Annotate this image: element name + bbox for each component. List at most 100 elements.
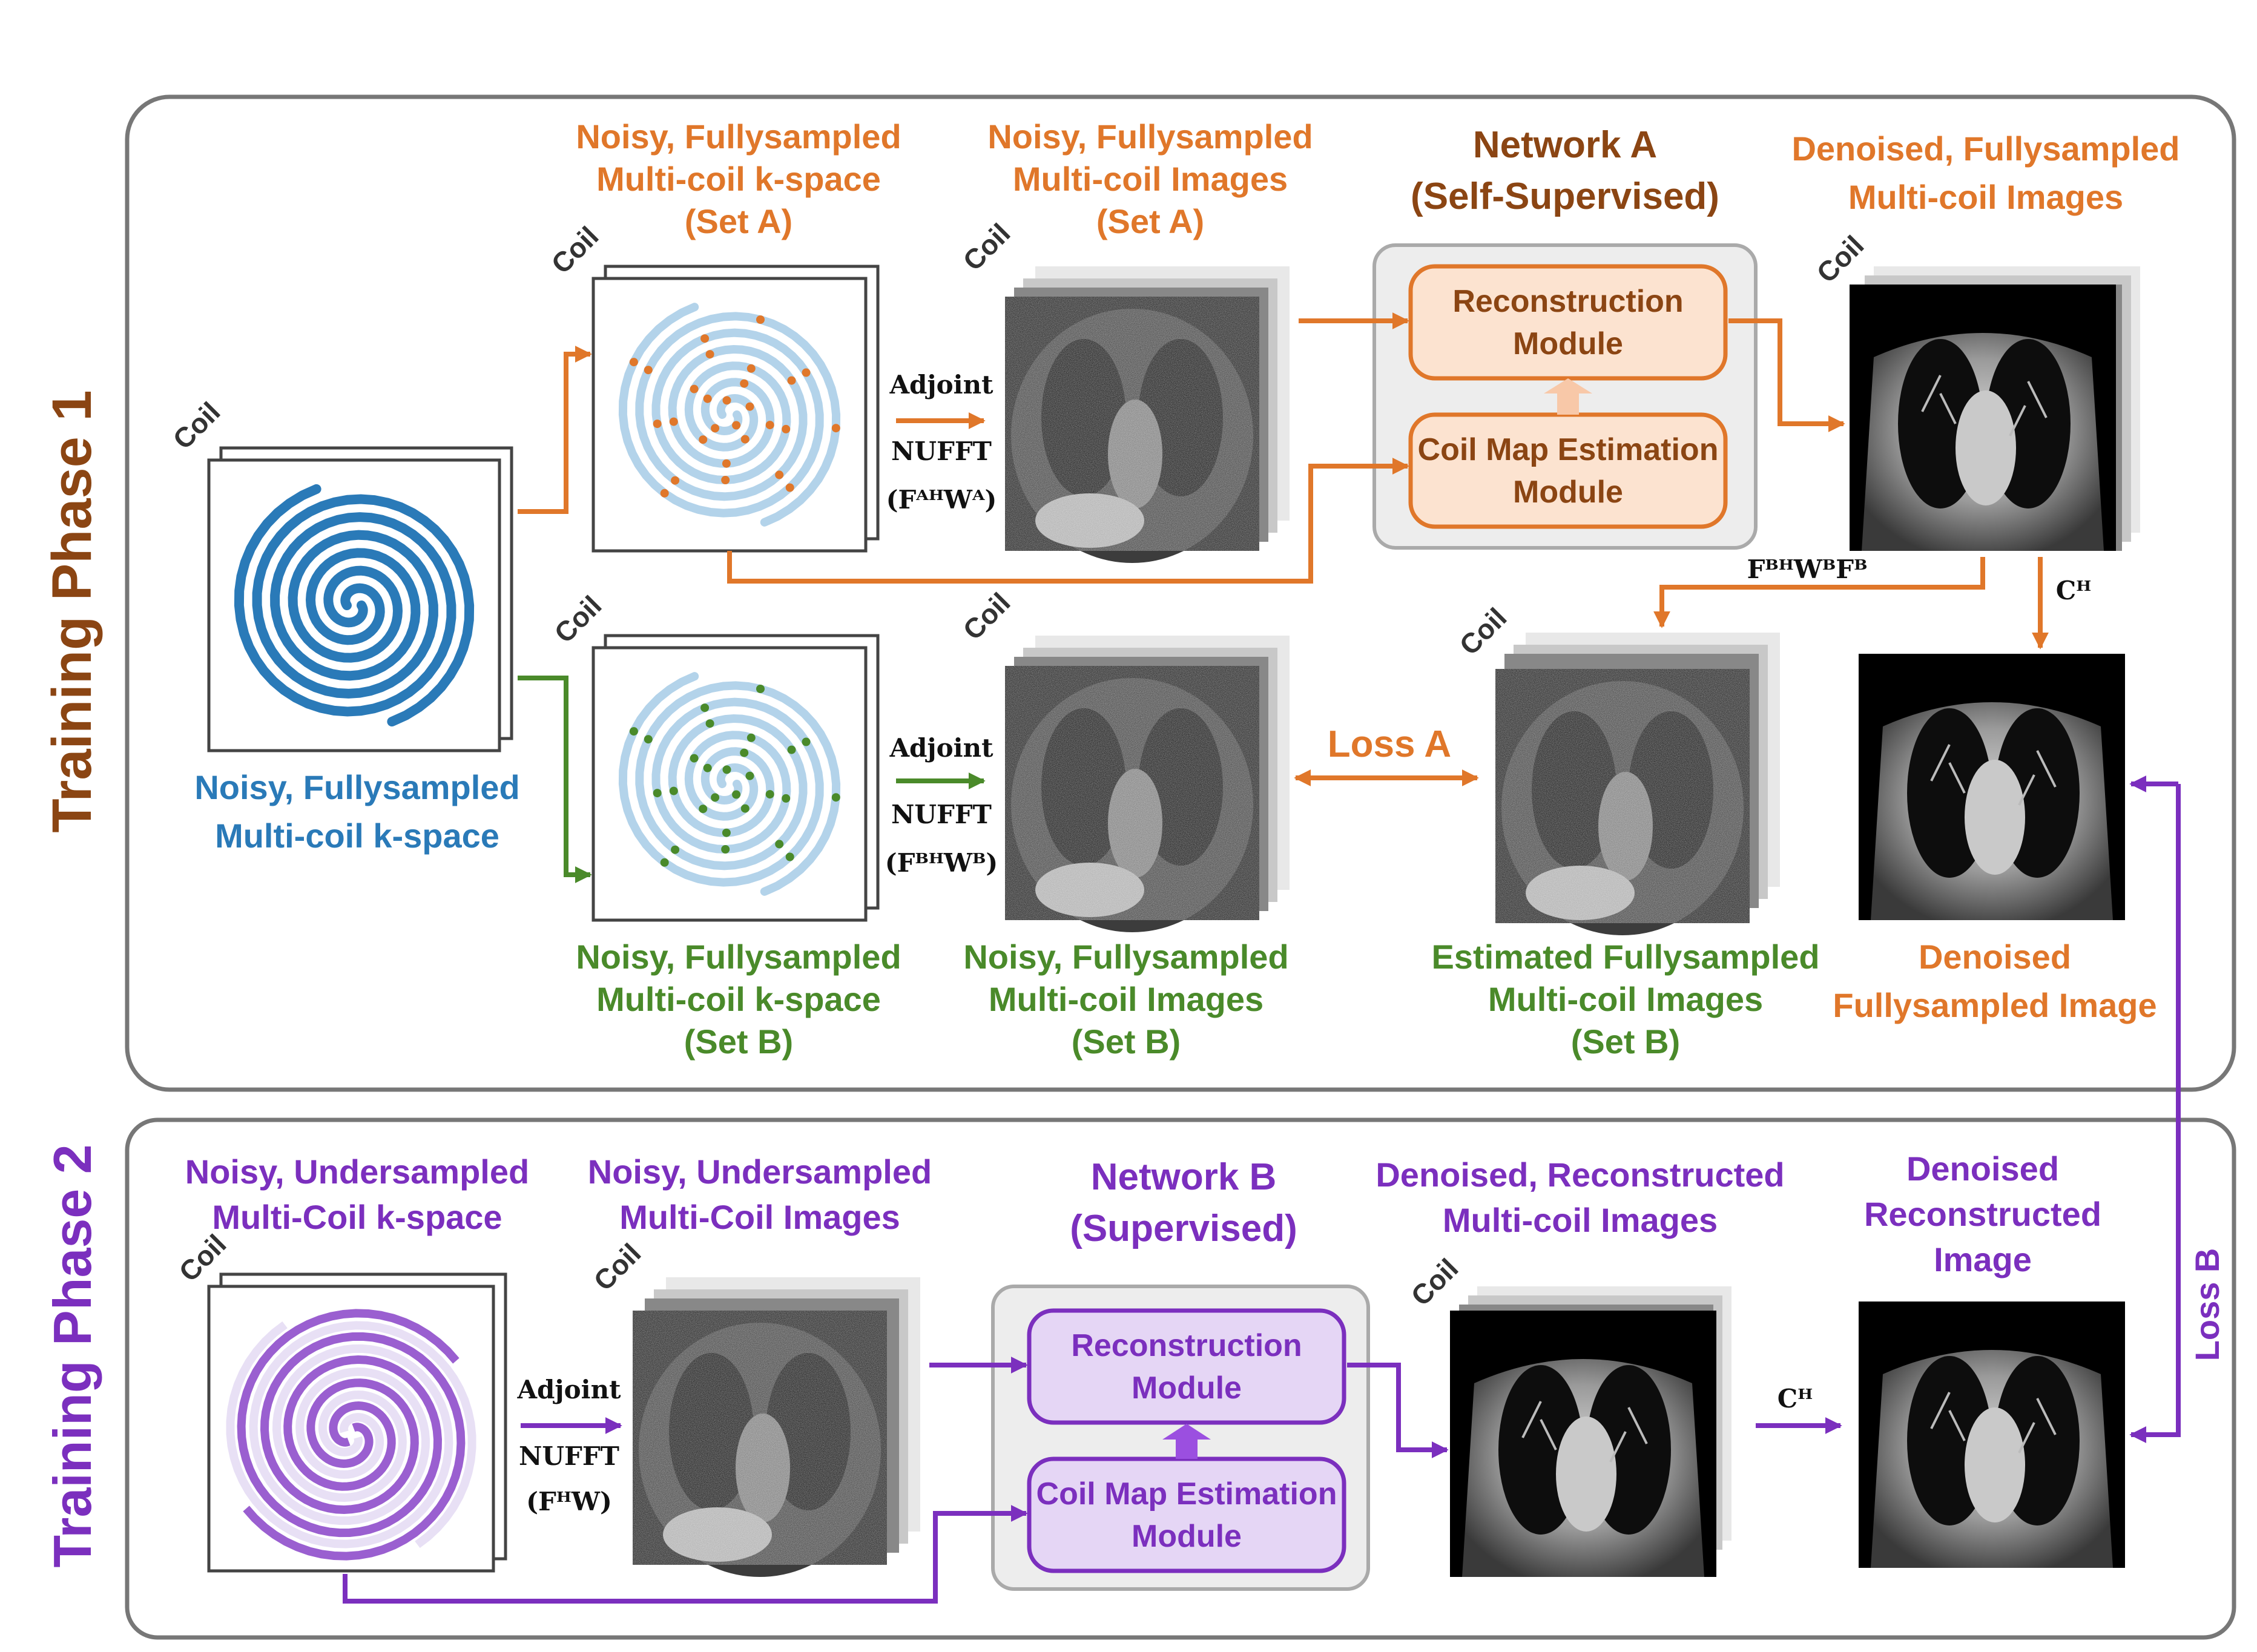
adjoint-a-line1: Adjoint bbox=[889, 370, 993, 400]
coil-label: Coil bbox=[1453, 602, 1512, 661]
network-b-subtitle: (Supervised) bbox=[1070, 1208, 1297, 1249]
set-b-spiral-sample-dot bbox=[787, 745, 796, 754]
set-b-spiral-sample-dot bbox=[644, 735, 653, 744]
kspace-b-label-3: (Set B) bbox=[684, 1022, 793, 1061]
set-a-spiral-sample-dot bbox=[740, 379, 749, 388]
set-b-spiral-sample-dot bbox=[699, 805, 708, 814]
images-set-b-stack bbox=[1005, 636, 1290, 932]
coil-label: Coil bbox=[1405, 1252, 1464, 1312]
p2-unsampled-arm bbox=[249, 1321, 476, 1548]
input-kspace-label-2: Multi-coil k-space bbox=[215, 817, 499, 855]
coil-label: Coil bbox=[1810, 229, 1870, 289]
estimated-label-2: Multi-coil Images bbox=[1488, 980, 1763, 1018]
set-a-spiral-sample-dot bbox=[669, 417, 678, 426]
set-b-spiral-sample-dot bbox=[740, 804, 750, 813]
coil-label: Coil bbox=[166, 396, 226, 455]
adjoint-b-line2: NUFFT bbox=[891, 800, 992, 829]
images-b-label-3: (Set B) bbox=[1072, 1022, 1181, 1061]
set-b-spiral-sample-dot bbox=[703, 763, 712, 772]
coil-to-recon-arrow-b bbox=[1162, 1424, 1211, 1459]
input-spiral-arm bbox=[234, 484, 456, 717]
final-label-3: Image bbox=[1934, 1240, 2032, 1278]
estimated-label-3: (Set B) bbox=[1571, 1022, 1680, 1061]
p2-denoised-multi-label-1: Denoised, Reconstructed bbox=[1376, 1156, 1784, 1194]
phase2-title: Training Phase 2 bbox=[42, 1144, 102, 1567]
arrow-kspace-a-to-coil-map bbox=[727, 458, 1409, 584]
p2-input-label-2: Multi-Coil k-space bbox=[212, 1198, 502, 1236]
denoised-fullysampled-image bbox=[1857, 653, 2126, 921]
set-a-spiral-sample-dot bbox=[775, 470, 784, 479]
set-b-spiral-sample-dot bbox=[756, 685, 765, 693]
denoised-reconstructed-image bbox=[1857, 1300, 2126, 1569]
adjoint-b-line3: (FᴮᴴWᴮ) bbox=[885, 848, 998, 878]
coil-label: Coil bbox=[545, 220, 604, 280]
set-a-spiral-sample-dot bbox=[765, 421, 774, 430]
arrow-p2-kspace-to-coil-map bbox=[343, 1505, 1028, 1604]
set-b-spiral-sample-dot bbox=[690, 754, 699, 763]
input-kspace-label-1: Noisy, Fullysampled bbox=[194, 768, 519, 806]
set-b-spiral-sample-dot bbox=[721, 845, 730, 854]
estimated-label-1: Estimated Fullysampled bbox=[1431, 938, 1819, 976]
kspace-a-label-3: (Set A) bbox=[685, 202, 792, 240]
kspace-a-label-2: Multi-coil k-space bbox=[596, 160, 881, 198]
network-a-coil-line2: Module bbox=[1513, 475, 1623, 510]
coil-label: Coil bbox=[957, 587, 1016, 646]
set-a-spiral-sample-dot bbox=[740, 435, 750, 444]
set-a-spiral-sample-dot bbox=[802, 368, 811, 377]
kspace-b-label-2: Multi-coil k-space bbox=[596, 980, 881, 1018]
set-a-spiral-sample-dot bbox=[722, 459, 731, 468]
set-b-spiral-sample-dot bbox=[722, 765, 731, 774]
estimated-set-b-stack bbox=[1495, 633, 1780, 935]
network-a-reconstruction-module bbox=[1408, 264, 1728, 381]
set-b-spiral-sample-dot bbox=[782, 794, 791, 803]
set-b-spiral-sample-dot bbox=[775, 840, 784, 849]
set-b-spiral-sample-dot bbox=[740, 748, 749, 757]
adjoint-p2-line2: NUFFT bbox=[519, 1441, 619, 1471]
adjoint-p2-line1: Adjoint bbox=[516, 1375, 621, 1404]
kspace-b-label-1: Noisy, Fullysampled bbox=[576, 938, 901, 976]
set-b-spiral-arm bbox=[618, 672, 824, 887]
arrow-recon-to-denoised bbox=[1728, 318, 1845, 432]
network-a-recon-line2: Module bbox=[1513, 326, 1623, 361]
set-b-spiral-sample-dot bbox=[629, 727, 638, 736]
undersampled-images-stack bbox=[633, 1277, 920, 1577]
set-b-spiral-sample-dot bbox=[671, 845, 680, 854]
set-a-spiral-sample-dot bbox=[782, 424, 791, 433]
p2-unsampled-arm bbox=[226, 1321, 453, 1548]
p2-denoised-multi-label-2: Multi-coil Images bbox=[1443, 1201, 1718, 1239]
set-b-spiral-sample-dot bbox=[746, 733, 756, 742]
arrow-forward-model bbox=[1653, 557, 1985, 628]
set-b-spiral-sample-dot bbox=[785, 852, 794, 861]
denoised-image-label-1: Denoised bbox=[1919, 938, 2071, 976]
set-a-spiral-sample-dot bbox=[785, 483, 794, 492]
images-b-label-2: Multi-coil Images bbox=[989, 980, 1264, 1018]
set-b-spiral-sample-dot bbox=[722, 828, 731, 837]
coil-label: Coil bbox=[957, 217, 1016, 277]
set-a-spiral-sample-dot bbox=[732, 421, 741, 430]
phase1-panel bbox=[125, 94, 2236, 1092]
set-a-spiral-sample-dot bbox=[711, 424, 720, 433]
arrow-input-to-set-a bbox=[518, 346, 592, 514]
network-b-recon-line2: Module bbox=[1132, 1371, 1242, 1406]
denoised-multi-coil-stack bbox=[1848, 266, 2140, 552]
adjoint-a-line2: NUFFT bbox=[891, 436, 992, 466]
p2-input-label-1: Noisy, Undersampled bbox=[185, 1153, 529, 1191]
set-b-spiral-sample-dot bbox=[765, 790, 774, 799]
set-a-spiral-sample-dot bbox=[653, 420, 662, 429]
loss-b-connector bbox=[2129, 784, 2181, 1443]
set-b-spiral-sample-dot bbox=[653, 789, 662, 798]
adjoint-b-line1: Adjoint bbox=[889, 733, 993, 763]
ch-operator-a: Cᴴ bbox=[2056, 576, 2091, 605]
set-b-spiral-sample-dot bbox=[711, 793, 720, 802]
p2-denoised-multi-coil-stack bbox=[1449, 1286, 1731, 1578]
final-label-1: Denoised bbox=[1906, 1150, 2059, 1188]
set-a-spiral-sample-dot bbox=[756, 315, 765, 324]
coil-to-recon-arrow bbox=[1544, 378, 1592, 415]
arrow-recon-b-to-output bbox=[1347, 1363, 1449, 1458]
input-kspace-stack bbox=[207, 446, 513, 752]
set-b-spiral-sample-dot bbox=[732, 790, 741, 799]
set-a-spiral-sample-dot bbox=[831, 424, 840, 433]
network-b-recon-line1: Reconstruction bbox=[1071, 1328, 1302, 1363]
